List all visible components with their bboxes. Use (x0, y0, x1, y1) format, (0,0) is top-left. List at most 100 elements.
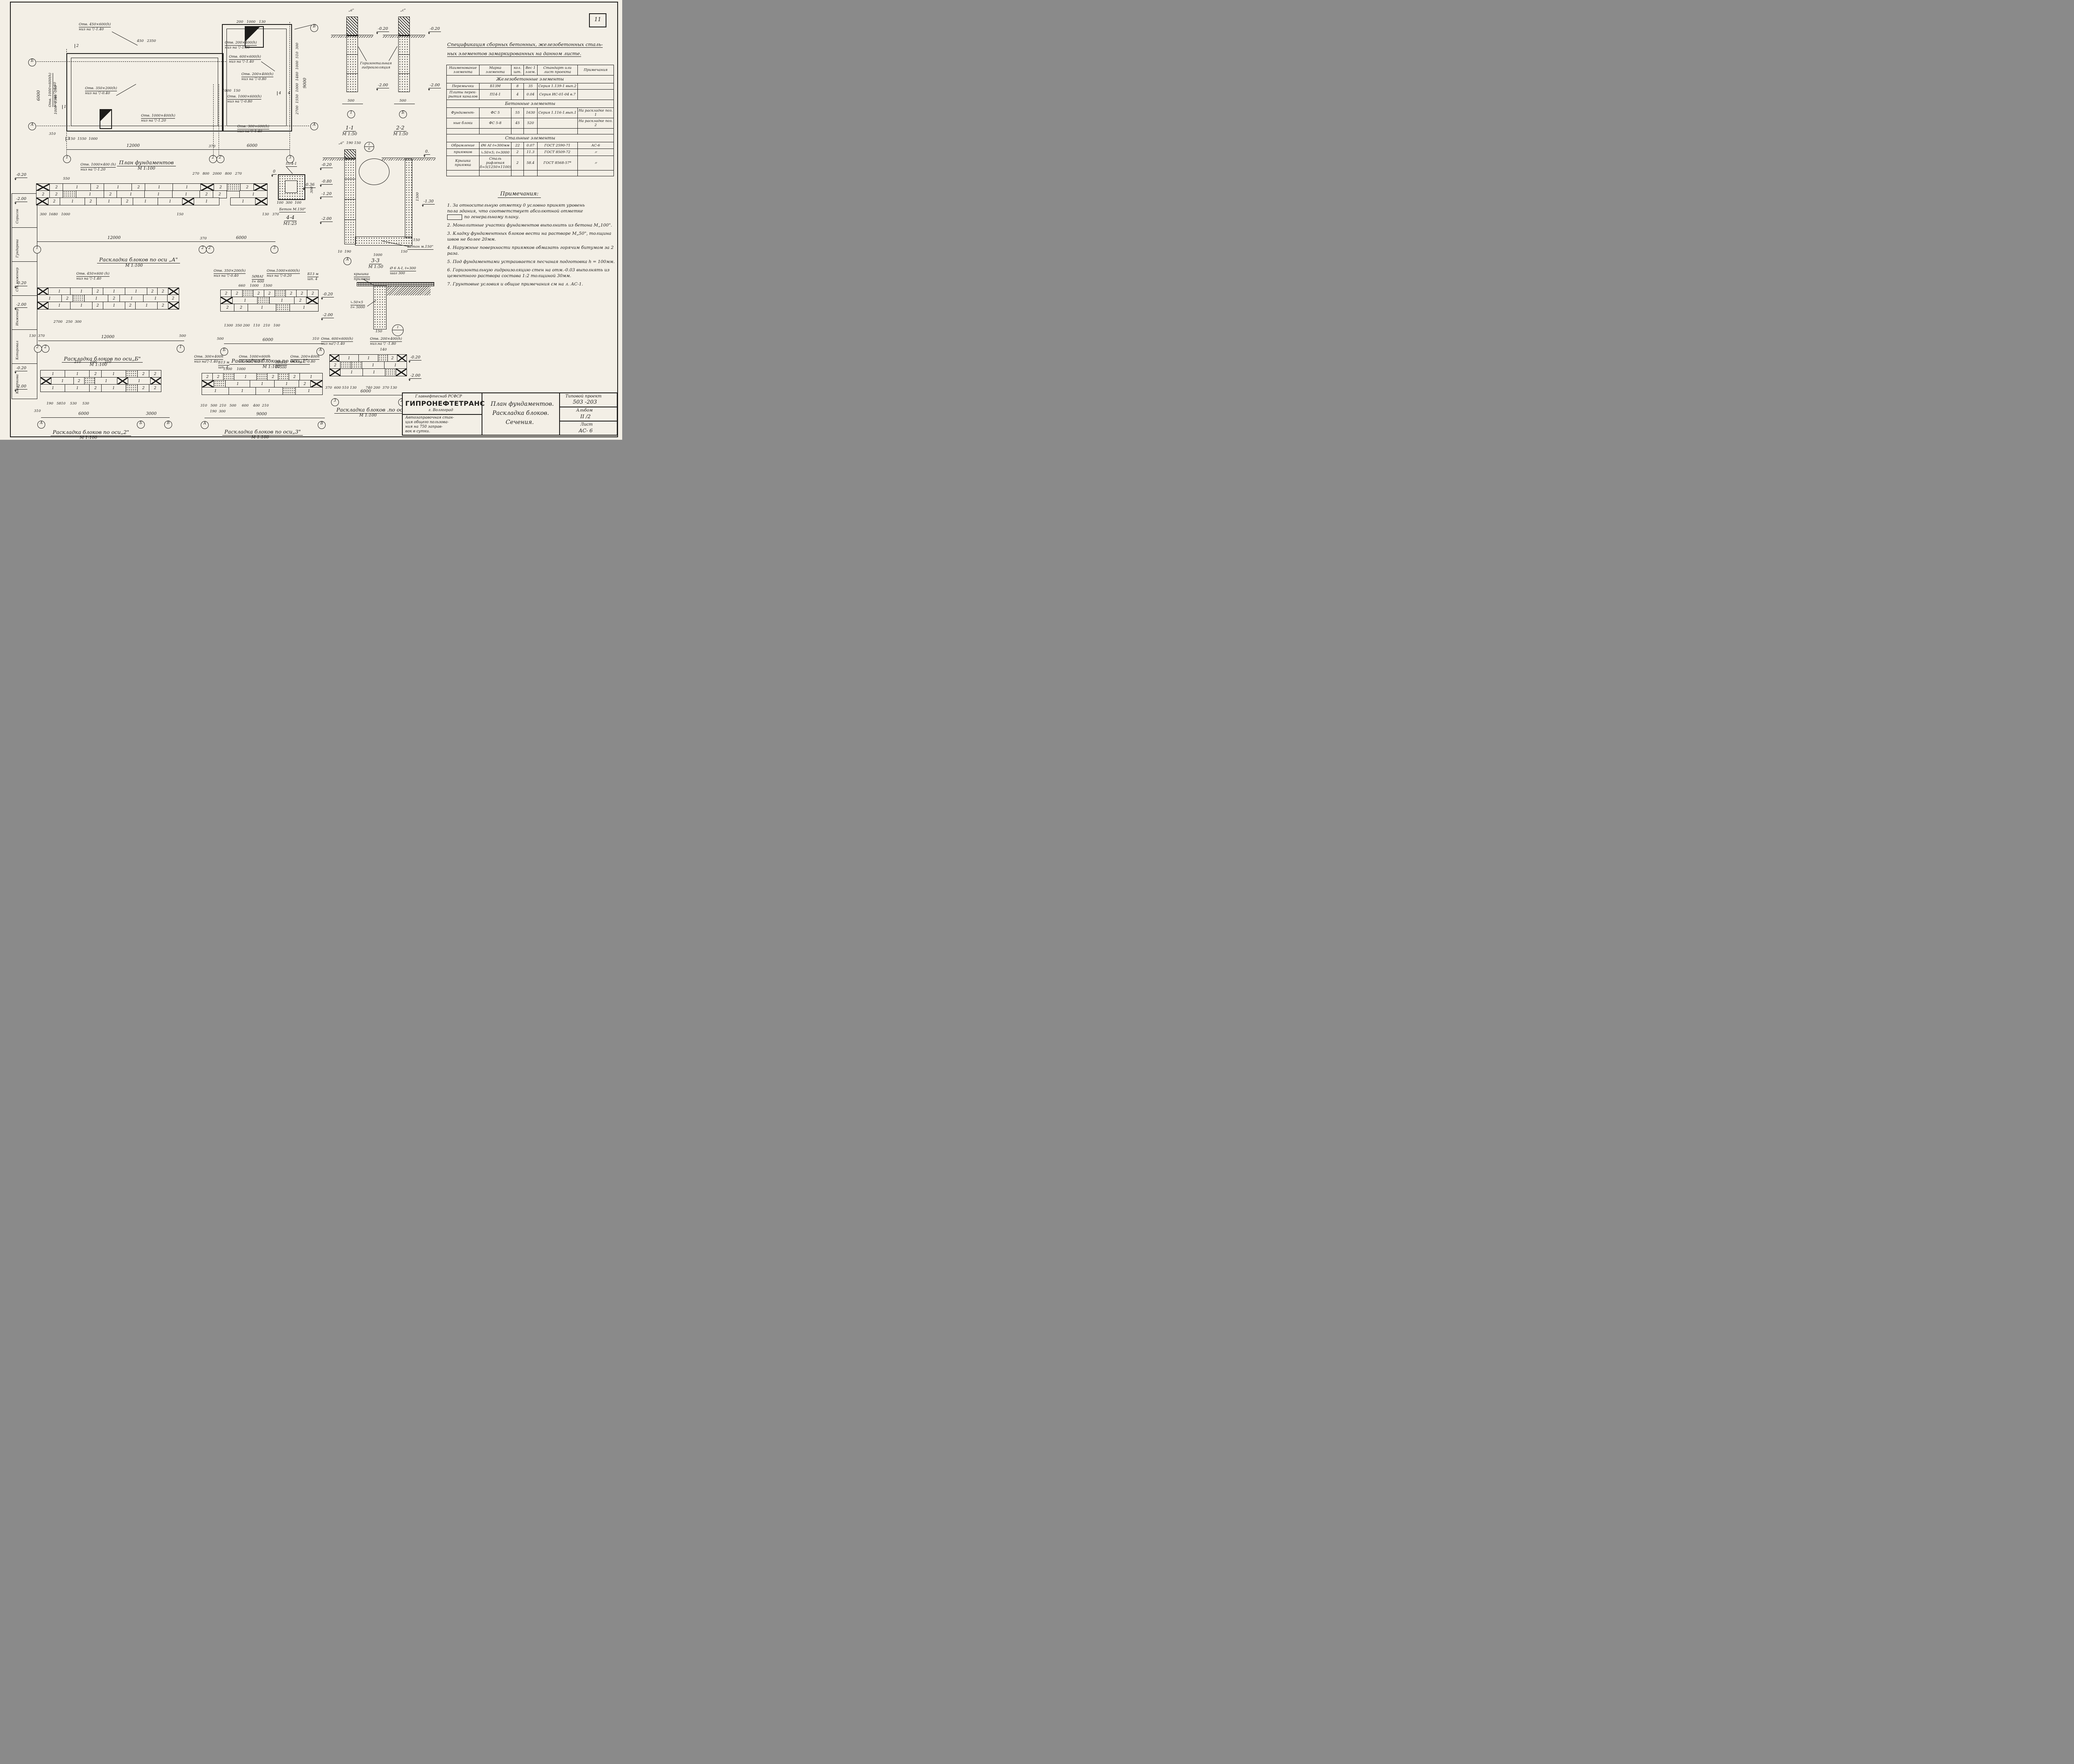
level-mark: -0.20 (376, 27, 389, 35)
opening-callout: Отв. 1000×600(h) низ на ▽-0.80 (227, 95, 262, 104)
dim-label: 500 (217, 337, 224, 341)
block (37, 302, 49, 309)
callout-line: Отв. 600×600(h) (321, 337, 353, 342)
block (242, 290, 254, 297)
dim-label: 200 1000 130 (236, 20, 266, 24)
callout-line: низ на ▽-0.60 (53, 82, 57, 107)
dim-label: 6000 (236, 236, 247, 240)
opening-callout: Отв. 350×200(h) низ на ▽-0.40 (85, 86, 117, 95)
tb-object-line: ния на 750 заправ- (405, 425, 443, 429)
leader-line (295, 24, 312, 29)
block: 2 (108, 295, 120, 302)
level-mark: 0. (424, 149, 431, 158)
callout-line: Отв. 450×600(h) (79, 22, 111, 27)
block: 1 (102, 288, 126, 295)
tb-sheet-title: План фундаментов. (491, 401, 554, 407)
block (340, 361, 352, 369)
figure-scale: М 1:50 (342, 132, 357, 136)
block: 1 (101, 370, 127, 378)
spec-section-row: Железобетонные элементы (446, 75, 614, 83)
note-item: 2. Монолитные участки фундаментов выполн… (447, 223, 612, 228)
rebar-callout: 5Ø8АI ℓ=500 (275, 361, 287, 370)
axis-bubble: А (316, 348, 324, 356)
block (278, 373, 290, 381)
callout-line: Отв. 450×600 (h) (76, 272, 110, 277)
callout-line: Отв. 300×400h (194, 355, 224, 360)
block (40, 377, 52, 385)
figure-title: Раскладка блоков по оси„2" (51, 429, 131, 436)
block (73, 295, 85, 302)
tb-divider (559, 421, 617, 422)
axis-bubble: 1 (177, 345, 185, 353)
opening-callout: Отв. 600×600(h) низ на▽-1.40 (321, 337, 353, 346)
dim-label: 1500 1000 (223, 367, 246, 371)
callout-line: 5Ø8АI (275, 361, 287, 365)
specification-table: Наименование элемента Марка элемента кол… (446, 65, 614, 176)
elevation-axis-2-figure: -0.20 -2.00 210 100 210 1121221211112122… (14, 356, 176, 440)
block: 2 (92, 302, 104, 309)
block: 1 (269, 297, 295, 305)
block (276, 304, 290, 312)
rebar-callout: Ø 6 А-I, ℓ=300 шаг 300 (390, 266, 416, 275)
section-flag: 3 (66, 137, 70, 141)
dim-label: 6000 (263, 338, 273, 342)
signature-stamp-strip: Сорисов Гундарева Ст. инженер Инженер Ко… (12, 193, 37, 399)
spec-row (446, 170, 614, 176)
block: 1 (127, 377, 151, 385)
spec-section-label: Стальные элементы (446, 134, 614, 142)
opening-callout: Отв. 450×600 (h) низ на ▽-1.40 (76, 272, 110, 281)
stamp-cell: Ст. инженер (12, 262, 37, 296)
callout-line: низ на ▽-0.80 (290, 360, 316, 364)
callout-line: Отв. 1000×400(h) (141, 114, 175, 119)
tb-divider (559, 393, 560, 435)
axis-bubble: Б (28, 58, 36, 66)
callout-line: низ на ▽-1.40 (237, 129, 263, 134)
node-number: 1 (392, 325, 403, 330)
callout-line: низ на ▽-0.80 (241, 77, 267, 81)
level-mark: -2.00 (15, 197, 28, 205)
block (63, 190, 77, 198)
leader-line (389, 46, 397, 61)
axis-bubble: Б (399, 110, 407, 118)
spec-header: Вес 1 элем. (523, 65, 538, 76)
pit-floor (355, 236, 412, 246)
callout-line: Отв. 1000×400 (h) (80, 163, 116, 168)
block: 2 (61, 295, 73, 302)
wall-hatch (398, 17, 410, 36)
callout-line: низ на ▽-0.20 (267, 274, 292, 278)
material-callout: Бетон м.150" (407, 245, 433, 250)
spec-row (446, 128, 614, 134)
elevation-axis-A-figure: -0.20 -2.00 Отв. 1000×400 (h) низ на ▽-1… (14, 158, 295, 270)
block: 1 (48, 288, 71, 295)
block: 2 (212, 373, 224, 381)
dim-label: 500 (399, 99, 407, 103)
callout-line: Отв. 200×400(h) (241, 72, 274, 77)
block: 1 (289, 304, 319, 312)
block: 1 (124, 288, 148, 295)
block: 1 (75, 190, 105, 198)
pit-side-wall (405, 158, 412, 238)
callout-line: ∟50×5 (351, 300, 365, 305)
block (202, 380, 214, 388)
block: 1 (117, 190, 145, 198)
callout-line: Отв. 200×400h (290, 355, 320, 360)
block: 1 (202, 387, 229, 395)
block (182, 197, 195, 205)
dim-label: 500 (348, 99, 355, 103)
section-3-3-figure: „а" 190 150 1 6 1300 150 10 190 1000 150… (319, 141, 444, 270)
callout-line: низ на▽-1.40 (321, 342, 345, 346)
block: 1 (384, 361, 407, 369)
note-item: 6. Горизонтальную гидроизоляцию стен на … (447, 268, 610, 278)
block (378, 354, 388, 362)
opening-callout: Отв. 1000×600(h) низ на ▽-0.60 (48, 73, 57, 107)
axis-bubble: 3 (331, 398, 339, 406)
axis-bubble: 2 (209, 155, 217, 163)
block: 2 (294, 297, 307, 305)
opening-callout: Отв. 300×600(h) низ на ▽-1.40 (237, 124, 270, 134)
